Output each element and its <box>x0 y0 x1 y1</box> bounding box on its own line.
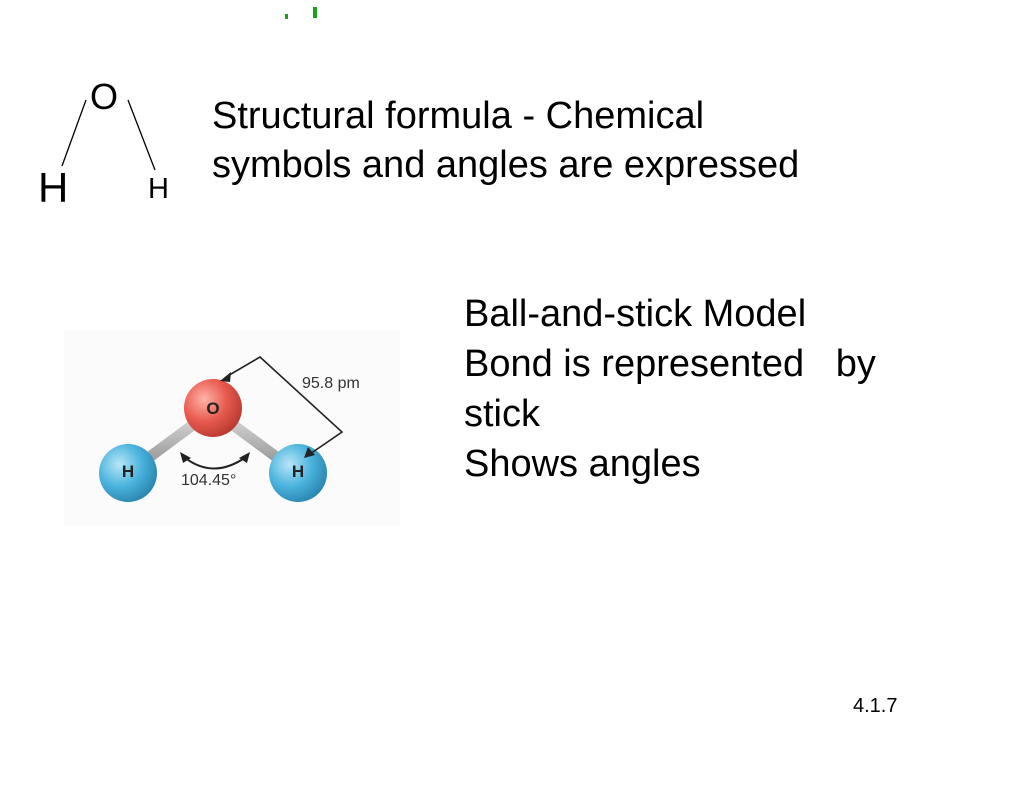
oxygen-ball <box>184 379 242 437</box>
ball-and-stick-caption: Ball-and-stick Model Bond is represented… <box>464 289 984 489</box>
caption-line: symbols and angles are expressed <box>212 144 800 186</box>
ball-and-stick-drawing <box>99 356 344 502</box>
green-decoration-marks <box>285 7 317 19</box>
atom-oxygen-label: O <box>90 76 119 117</box>
caption-line: Shows angles <box>464 443 701 485</box>
angle-arrowhead-right <box>239 452 250 463</box>
structural-formula-caption: Structural formula - Chemical symbols an… <box>212 92 912 190</box>
caption-line: Ball-and-stick Model <box>464 293 807 335</box>
structural-formula-diagram: O H H <box>30 70 180 220</box>
structural-bonds <box>61 99 156 171</box>
atom-hydrogen-right-label: H <box>148 173 169 205</box>
ball-oxygen-letter: O <box>206 399 220 418</box>
ball-and-stick-model-image: 95.8 pm 104.45° O H H <box>64 330 400 526</box>
ball-hydrogen-left-letter: H <box>121 462 135 481</box>
angle-arrowhead-left <box>180 452 191 463</box>
caption-line: Bond is represented by <box>464 343 876 385</box>
atom-hydrogen-left-label: H <box>38 164 69 211</box>
hydrogen-ball-right <box>269 444 327 502</box>
bond-length-label: 95.8 pm <box>302 375 360 392</box>
bond-left <box>61 99 87 167</box>
bracket-arrowhead-bottom <box>304 447 315 458</box>
slide-number: 4.1.7 <box>853 695 898 717</box>
caption-line: stick <box>464 393 540 435</box>
hydrogen-ball-left <box>99 444 157 502</box>
angle-arc <box>183 456 247 470</box>
bracket-arrowhead-top <box>220 372 231 382</box>
bond-length-bracket <box>225 356 344 455</box>
bond-angle-label: 104.45° <box>181 472 237 489</box>
bond-right <box>127 99 156 171</box>
caption-line: Structural formula - Chemical <box>212 95 705 137</box>
ball-hydrogen-right-letter: H <box>291 462 305 481</box>
